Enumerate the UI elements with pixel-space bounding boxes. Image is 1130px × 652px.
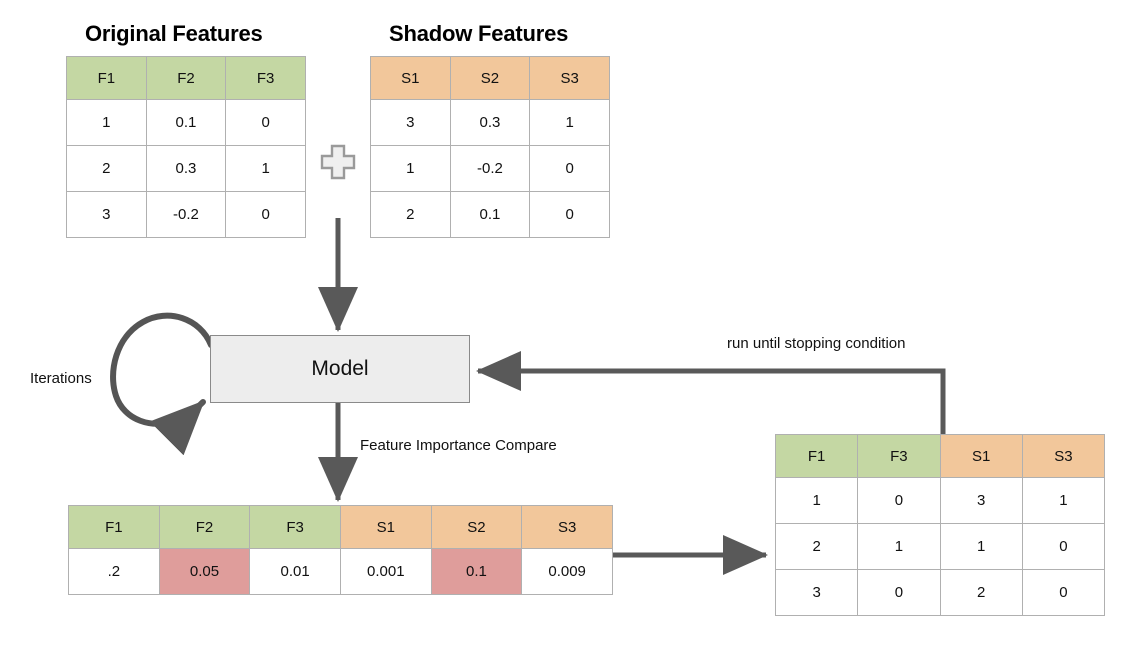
importance-cell: 0.009 xyxy=(521,548,613,595)
cell: 1 xyxy=(529,99,610,146)
col-header: S1 xyxy=(339,505,432,549)
cell: 2 xyxy=(66,145,147,192)
table-row: 3 0 2 0 xyxy=(774,569,1106,616)
cell: 1 xyxy=(66,99,147,146)
cell: 0.1 xyxy=(145,99,227,146)
table-header-row: F1 F2 F3 xyxy=(66,56,306,100)
col-header: S1 xyxy=(939,434,1023,478)
cell: 0.1 xyxy=(449,191,531,238)
cell: 0 xyxy=(529,191,610,238)
col-header: F1 xyxy=(774,434,859,478)
cell: 0 xyxy=(857,477,941,524)
table-row: 1 -0.2 0 xyxy=(370,145,610,192)
cell: 1 xyxy=(225,145,306,192)
cell: -0.2 xyxy=(145,191,227,238)
importance-cell: 0.01 xyxy=(249,548,341,595)
col-header: S2 xyxy=(449,56,531,100)
cell: 0.3 xyxy=(145,145,227,192)
cell: 1 xyxy=(857,523,941,570)
shadow-features-title: Shadow Features xyxy=(389,21,569,46)
cell: 0 xyxy=(1021,569,1106,616)
cell: -0.2 xyxy=(449,145,531,192)
col-header: F1 xyxy=(66,56,147,100)
col-header: S3 xyxy=(521,505,613,549)
table-header-row: F1 F3 S1 S3 xyxy=(774,434,1106,478)
iterations-loop-arrow xyxy=(110,312,214,456)
table-row: 2 0.3 1 xyxy=(66,145,306,192)
table-row: .2 0.05 0.01 0.001 0.1 0.009 xyxy=(68,548,613,595)
col-header: S3 xyxy=(529,56,610,100)
cell: 0 xyxy=(225,99,306,146)
table-header-row: F1 F2 F3 S1 S2 S3 xyxy=(68,505,613,549)
iterations-label: Iterations xyxy=(30,370,92,387)
cell: 2 xyxy=(774,523,859,570)
col-header: F2 xyxy=(145,56,227,100)
cell: 0 xyxy=(857,569,941,616)
table-header-row: S1 S2 S3 xyxy=(370,56,610,100)
col-header: S1 xyxy=(370,56,451,100)
table-row: 1 0 3 1 xyxy=(774,477,1106,524)
importance-cell: .2 xyxy=(68,548,160,595)
cell: 3 xyxy=(939,477,1023,524)
cell: 1 xyxy=(1021,477,1106,524)
stopping-condition-label: run until stopping condition xyxy=(727,335,906,352)
col-header: F3 xyxy=(857,434,941,478)
col-header: F2 xyxy=(158,505,251,549)
cell: 3 xyxy=(774,569,859,616)
importance-cell-rejected: 0.1 xyxy=(430,548,523,595)
model-box[interactable]: Model xyxy=(210,335,470,403)
table-row: 3 0.3 1 xyxy=(370,99,610,146)
cell: 3 xyxy=(370,99,451,146)
table-row: 1 0.1 0 xyxy=(66,99,306,146)
col-header: F1 xyxy=(68,505,160,549)
col-header: S3 xyxy=(1021,434,1106,478)
cell: 0 xyxy=(225,191,306,238)
plus-icon xyxy=(318,142,358,182)
shadow-features-table: S1 S2 S3 3 0.3 1 1 -0.2 0 2 0.1 0 xyxy=(370,56,610,238)
cell: 2 xyxy=(370,191,451,238)
cell: 1 xyxy=(939,523,1023,570)
original-features-table: F1 F2 F3 1 0.1 0 2 0.3 1 3 -0.2 0 xyxy=(66,56,306,238)
original-features-title: Original Features xyxy=(85,21,263,46)
table-row: 3 -0.2 0 xyxy=(66,191,306,238)
col-header: S2 xyxy=(430,505,523,549)
cell: 0 xyxy=(1021,523,1106,570)
importance-cell-rejected: 0.05 xyxy=(158,548,251,595)
model-label: Model xyxy=(311,357,369,380)
feature-importance-compare-label: Feature Importance Compare xyxy=(360,437,557,454)
col-header: F3 xyxy=(249,505,341,549)
selected-features-table: F1 F3 S1 S3 1 0 3 1 2 1 1 0 3 0 2 0 xyxy=(774,434,1106,616)
cell: 2 xyxy=(939,569,1023,616)
importance-cell: 0.001 xyxy=(339,548,432,595)
feature-importance-table: F1 F2 F3 S1 S2 S3 .2 0.05 0.01 0.001 0.1… xyxy=(68,505,613,595)
cell: 0 xyxy=(529,145,610,192)
cell: 0.3 xyxy=(449,99,531,146)
table-row: 2 1 1 0 xyxy=(774,523,1106,570)
cell: 1 xyxy=(370,145,451,192)
cell: 1 xyxy=(774,477,859,524)
col-header: F3 xyxy=(225,56,306,100)
table-row: 2 0.1 0 xyxy=(370,191,610,238)
feedback-arrow xyxy=(476,351,946,434)
cell: 3 xyxy=(66,191,147,238)
